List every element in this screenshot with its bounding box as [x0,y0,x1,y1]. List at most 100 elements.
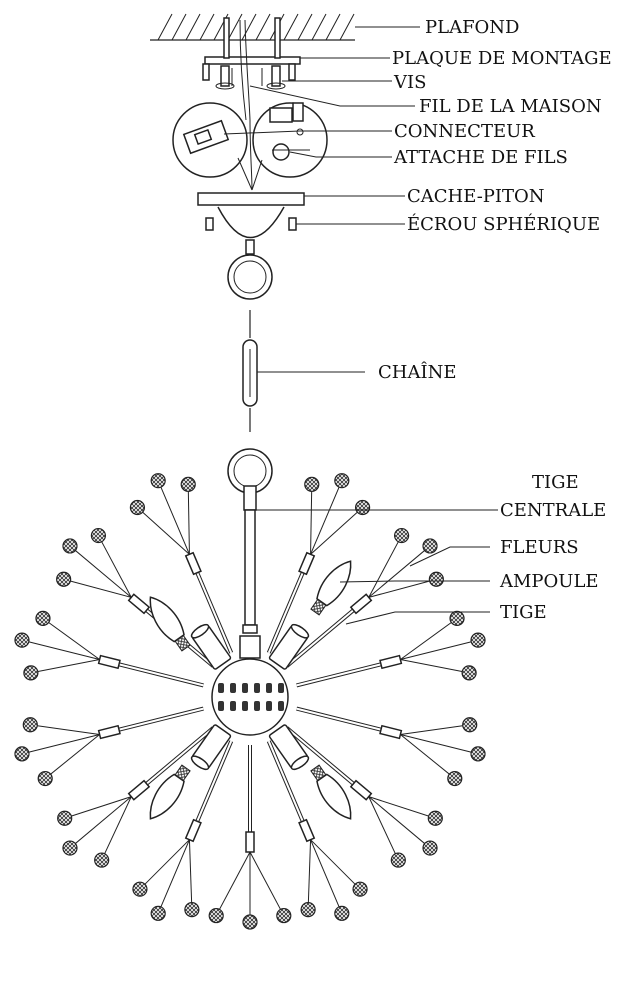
ceiling-hatch-line [297,13,313,41]
flower-stem [188,839,193,910]
flower-stem [187,484,190,555]
flower-ball [470,746,486,762]
flower-stem [368,535,403,598]
flower-stem [21,639,100,660]
rod-sleeve [298,551,316,576]
label-ceiling: PLAFOND [425,17,520,38]
chain [242,310,258,432]
flower-stem [310,839,361,890]
flower-stem [368,796,436,819]
flower-ball [300,902,316,918]
flower-ball [56,571,72,587]
house-wires [239,19,253,191]
bulbs [149,560,352,820]
flower-stem [310,507,363,555]
hub-hole [218,683,224,693]
rod-assembly [14,610,204,688]
rod-sleeve [298,818,316,843]
flower-stem [249,851,285,916]
flower-ball [37,770,53,787]
ceiling-hatch-line [185,13,201,41]
flower-ball [150,473,166,489]
flower-ball [276,907,292,924]
flower-stem [69,796,132,849]
rod-highlight [267,563,308,654]
flower-ball [150,905,166,921]
hub-hole [218,701,224,711]
flower-stem [400,724,470,735]
flower-ball [35,610,51,626]
flower-ball [62,840,78,856]
rod-assembly [57,726,215,868]
flower-stem [307,839,312,910]
rod-assembly [266,473,371,654]
flower-stem [97,535,132,598]
label-bulb: AMPOULE [499,571,599,592]
flower-ball [129,499,146,516]
rod-assembly [296,610,486,688]
flower-ball [422,538,438,554]
ceiling-hatch-line [199,13,215,41]
label-connector: CONNECTEUR [394,121,535,142]
rod-sleeve [184,818,202,843]
ring-loop [227,239,273,300]
flower-ball [23,665,39,681]
flower-ball [180,476,196,492]
flower-ball [304,476,320,492]
flower-ball [334,905,350,921]
hub-hole [242,701,248,711]
flower-stem [69,545,132,598]
rod-highlight [109,660,204,687]
ceiling-hatch-line [325,13,341,41]
flower-stem [215,851,251,916]
rod-sleeve [379,654,403,670]
flower-ball [208,907,224,924]
rod-sleeve [349,779,373,801]
rod-highlight [192,563,233,654]
rod-assembly [14,706,204,787]
ceiling-hatch-line [339,13,355,41]
label-canopy: CACHE-PITON [407,186,545,207]
hub-hole [278,683,284,693]
flower-stem [310,484,313,555]
bulb-sockets [190,623,310,771]
wire-tie-detail [251,102,328,191]
hub-hole [230,701,236,711]
flower-stem [137,507,190,555]
flower-stem [42,617,100,660]
flower-ball [393,527,410,544]
flower-stem [310,480,343,555]
rod-sleeve [349,593,373,615]
flower-ball [14,746,30,762]
flower-ball [90,527,107,544]
rod-highlight [267,740,308,831]
ceiling-hatch-line [227,13,243,41]
flower-stem [157,839,190,914]
rod-assembly [208,745,292,930]
flower-stem [44,734,100,779]
flower-ball [352,881,368,897]
label-wire-tie: ATTACHE DE FILS [393,147,568,168]
ceiling-hatch-line [283,13,299,41]
ceiling-hatch-line [255,13,271,41]
flower-ball [428,571,444,587]
flower-stem [368,796,431,849]
hub-hole [254,701,260,711]
rod-assembly [132,740,234,921]
flower-stem [368,578,437,598]
rod-sleeve [127,593,151,615]
rod-sleeve [379,724,403,740]
flower-stem [63,578,132,598]
flower-ball [14,632,30,648]
flower-ball [449,610,465,626]
rod-assembly [285,726,443,868]
rod-assembly [296,706,486,787]
flower-stem [30,724,100,735]
flower-ball [334,473,350,489]
flower-stem [101,796,132,861]
hub-hole [266,683,272,693]
rod-assembly [129,473,234,654]
rod-highlight [296,707,391,734]
rod-sleeve [127,779,151,801]
